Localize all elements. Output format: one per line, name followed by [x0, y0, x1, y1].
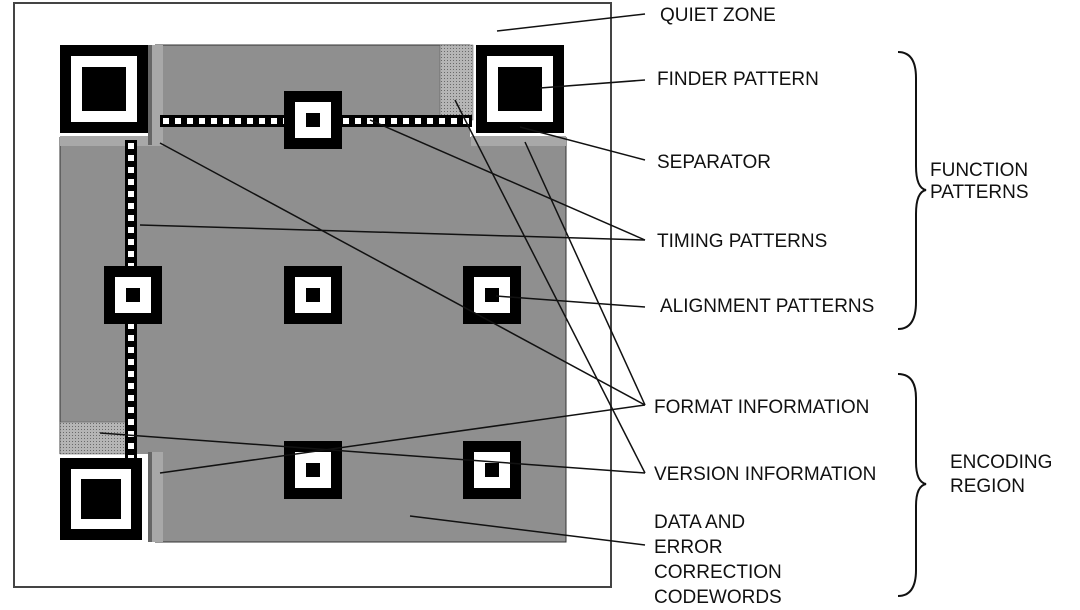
alignment-center [306, 463, 320, 477]
label-timing-patterns: TIMING PATTERNS [657, 231, 828, 252]
timing-module [223, 118, 229, 124]
alignment-pattern [463, 441, 521, 499]
leader-timing-h [369, 119, 646, 241]
timing-module [128, 179, 134, 185]
group-encoding-line-1: ENCODING [950, 452, 1053, 473]
timing-module [128, 227, 134, 233]
version-info-block-left [59, 421, 129, 455]
timing-module [128, 167, 134, 173]
group-encoding-line-2: REGION [950, 476, 1025, 497]
group-encoding-region: ENCODING REGION [950, 451, 1052, 499]
timing-module [187, 118, 193, 124]
group-function-patterns: FUNCTION PATTERNS [930, 160, 1029, 204]
timing-module [379, 118, 385, 124]
function-patterns-brace [897, 51, 927, 330]
group-function-line-2: PATTERNS [930, 182, 1029, 203]
timing-module [451, 118, 457, 124]
timing-module [128, 431, 134, 437]
timing-module [128, 383, 134, 389]
label-format-information: FORMAT INFORMATION [654, 397, 870, 418]
timing-module [128, 251, 134, 257]
format-info-strip-tl [148, 45, 152, 145]
alignment-pattern [463, 266, 521, 324]
alignment-pattern [104, 266, 162, 324]
finder-pattern-bottom-left [60, 458, 142, 540]
leader-separator [519, 126, 646, 161]
timing-module [403, 118, 409, 124]
timing-module [128, 215, 134, 221]
label-version-information: VERSION INFORMATION [654, 464, 877, 485]
timing-module [211, 118, 217, 124]
timing-module [427, 118, 433, 124]
leader-quiet-zone [496, 13, 646, 32]
leader-format-2 [524, 141, 646, 406]
timing-module [163, 118, 169, 124]
label-alignment-patterns: ALIGNMENT PATTERNS [660, 296, 875, 317]
version-info-block-top [439, 44, 474, 121]
leader-format-1 [159, 142, 646, 406]
leader-finder-pattern [539, 79, 646, 89]
timing-module [128, 155, 134, 161]
alignment-center [485, 463, 499, 477]
timing-module [128, 407, 134, 413]
timing-module [128, 395, 134, 401]
leader-version-1 [454, 99, 646, 474]
leader-version-2 [99, 432, 646, 474]
leader-alignment [495, 295, 646, 308]
timing-module [128, 191, 134, 197]
separator-bl-vertical [149, 452, 163, 542]
label-separator: SEPARATOR [657, 152, 772, 173]
timing-module [128, 443, 134, 449]
timing-module [271, 118, 277, 124]
leader-timing-v [139, 224, 646, 241]
timing-module [415, 118, 421, 124]
label-data-line-3: CORRECTION [654, 562, 782, 583]
timing-module [128, 419, 134, 425]
alignment-center [126, 288, 140, 302]
timing-module [128, 371, 134, 377]
alignment-center [485, 288, 499, 302]
timing-module [367, 118, 373, 124]
timing-module [128, 239, 134, 245]
timing-module [247, 118, 253, 124]
timing-module [235, 118, 241, 124]
label-data-codewords: DATA AND ERROR CORRECTION CODEWORDS [654, 510, 782, 610]
timing-module [128, 323, 134, 329]
timing-module [199, 118, 205, 124]
timing-module [128, 203, 134, 209]
label-data-line-1: DATA AND [654, 512, 746, 533]
leader-format-3 [159, 404, 646, 474]
group-function-line-1: FUNCTION [930, 160, 1029, 181]
timing-module [175, 118, 181, 124]
timing-module [439, 118, 445, 124]
timing-module [343, 118, 349, 124]
label-data-line-4: CODEWORDS [654, 587, 782, 608]
alignment-center [306, 288, 320, 302]
alignment-center [306, 113, 320, 127]
timing-module [391, 118, 397, 124]
finder-pattern-top-right [476, 45, 564, 133]
timing-module [128, 335, 134, 341]
finder-pattern-top-left [60, 45, 148, 133]
timing-module [128, 347, 134, 353]
encoding-region-brace [897, 373, 927, 597]
format-info-strip-bl [148, 452, 152, 542]
alignment-pattern [284, 91, 342, 149]
leader-data [409, 515, 646, 546]
separator-tl-horizontal [60, 136, 163, 146]
label-finder-pattern: FINDER PATTERN [657, 69, 819, 90]
separator-tl-vertical [149, 45, 163, 145]
label-quiet-zone: QUIET ZONE [660, 5, 776, 26]
timing-module [259, 118, 265, 124]
timing-module [128, 359, 134, 365]
alignment-pattern [284, 266, 342, 324]
separator-tr-horizontal [471, 136, 566, 146]
timing-module [128, 143, 134, 149]
alignment-patterns [104, 91, 521, 499]
label-data-line-2: ERROR [654, 537, 723, 558]
timing-module [355, 118, 361, 124]
